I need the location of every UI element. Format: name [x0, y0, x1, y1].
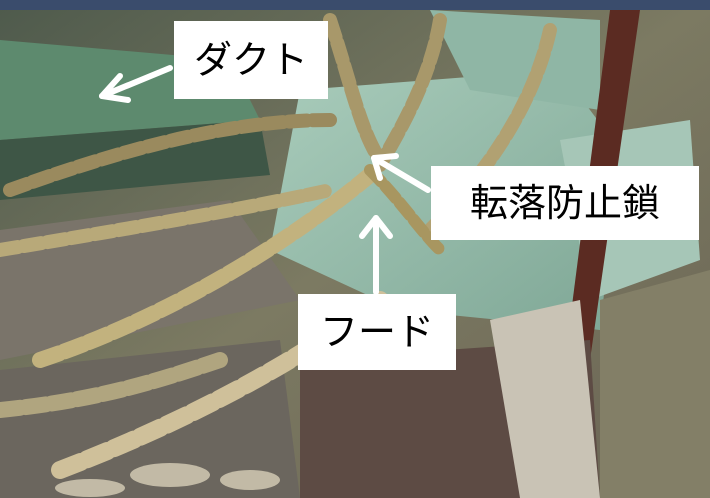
- fall-prevention-chains: [0, 13, 557, 479]
- debris: [55, 463, 280, 497]
- hood-label: フード: [298, 294, 456, 370]
- fall-prevention-chain-label: 転落防止鎖: [431, 166, 699, 240]
- top-band: [0, 0, 710, 10]
- duct-label: ダクト: [174, 21, 328, 99]
